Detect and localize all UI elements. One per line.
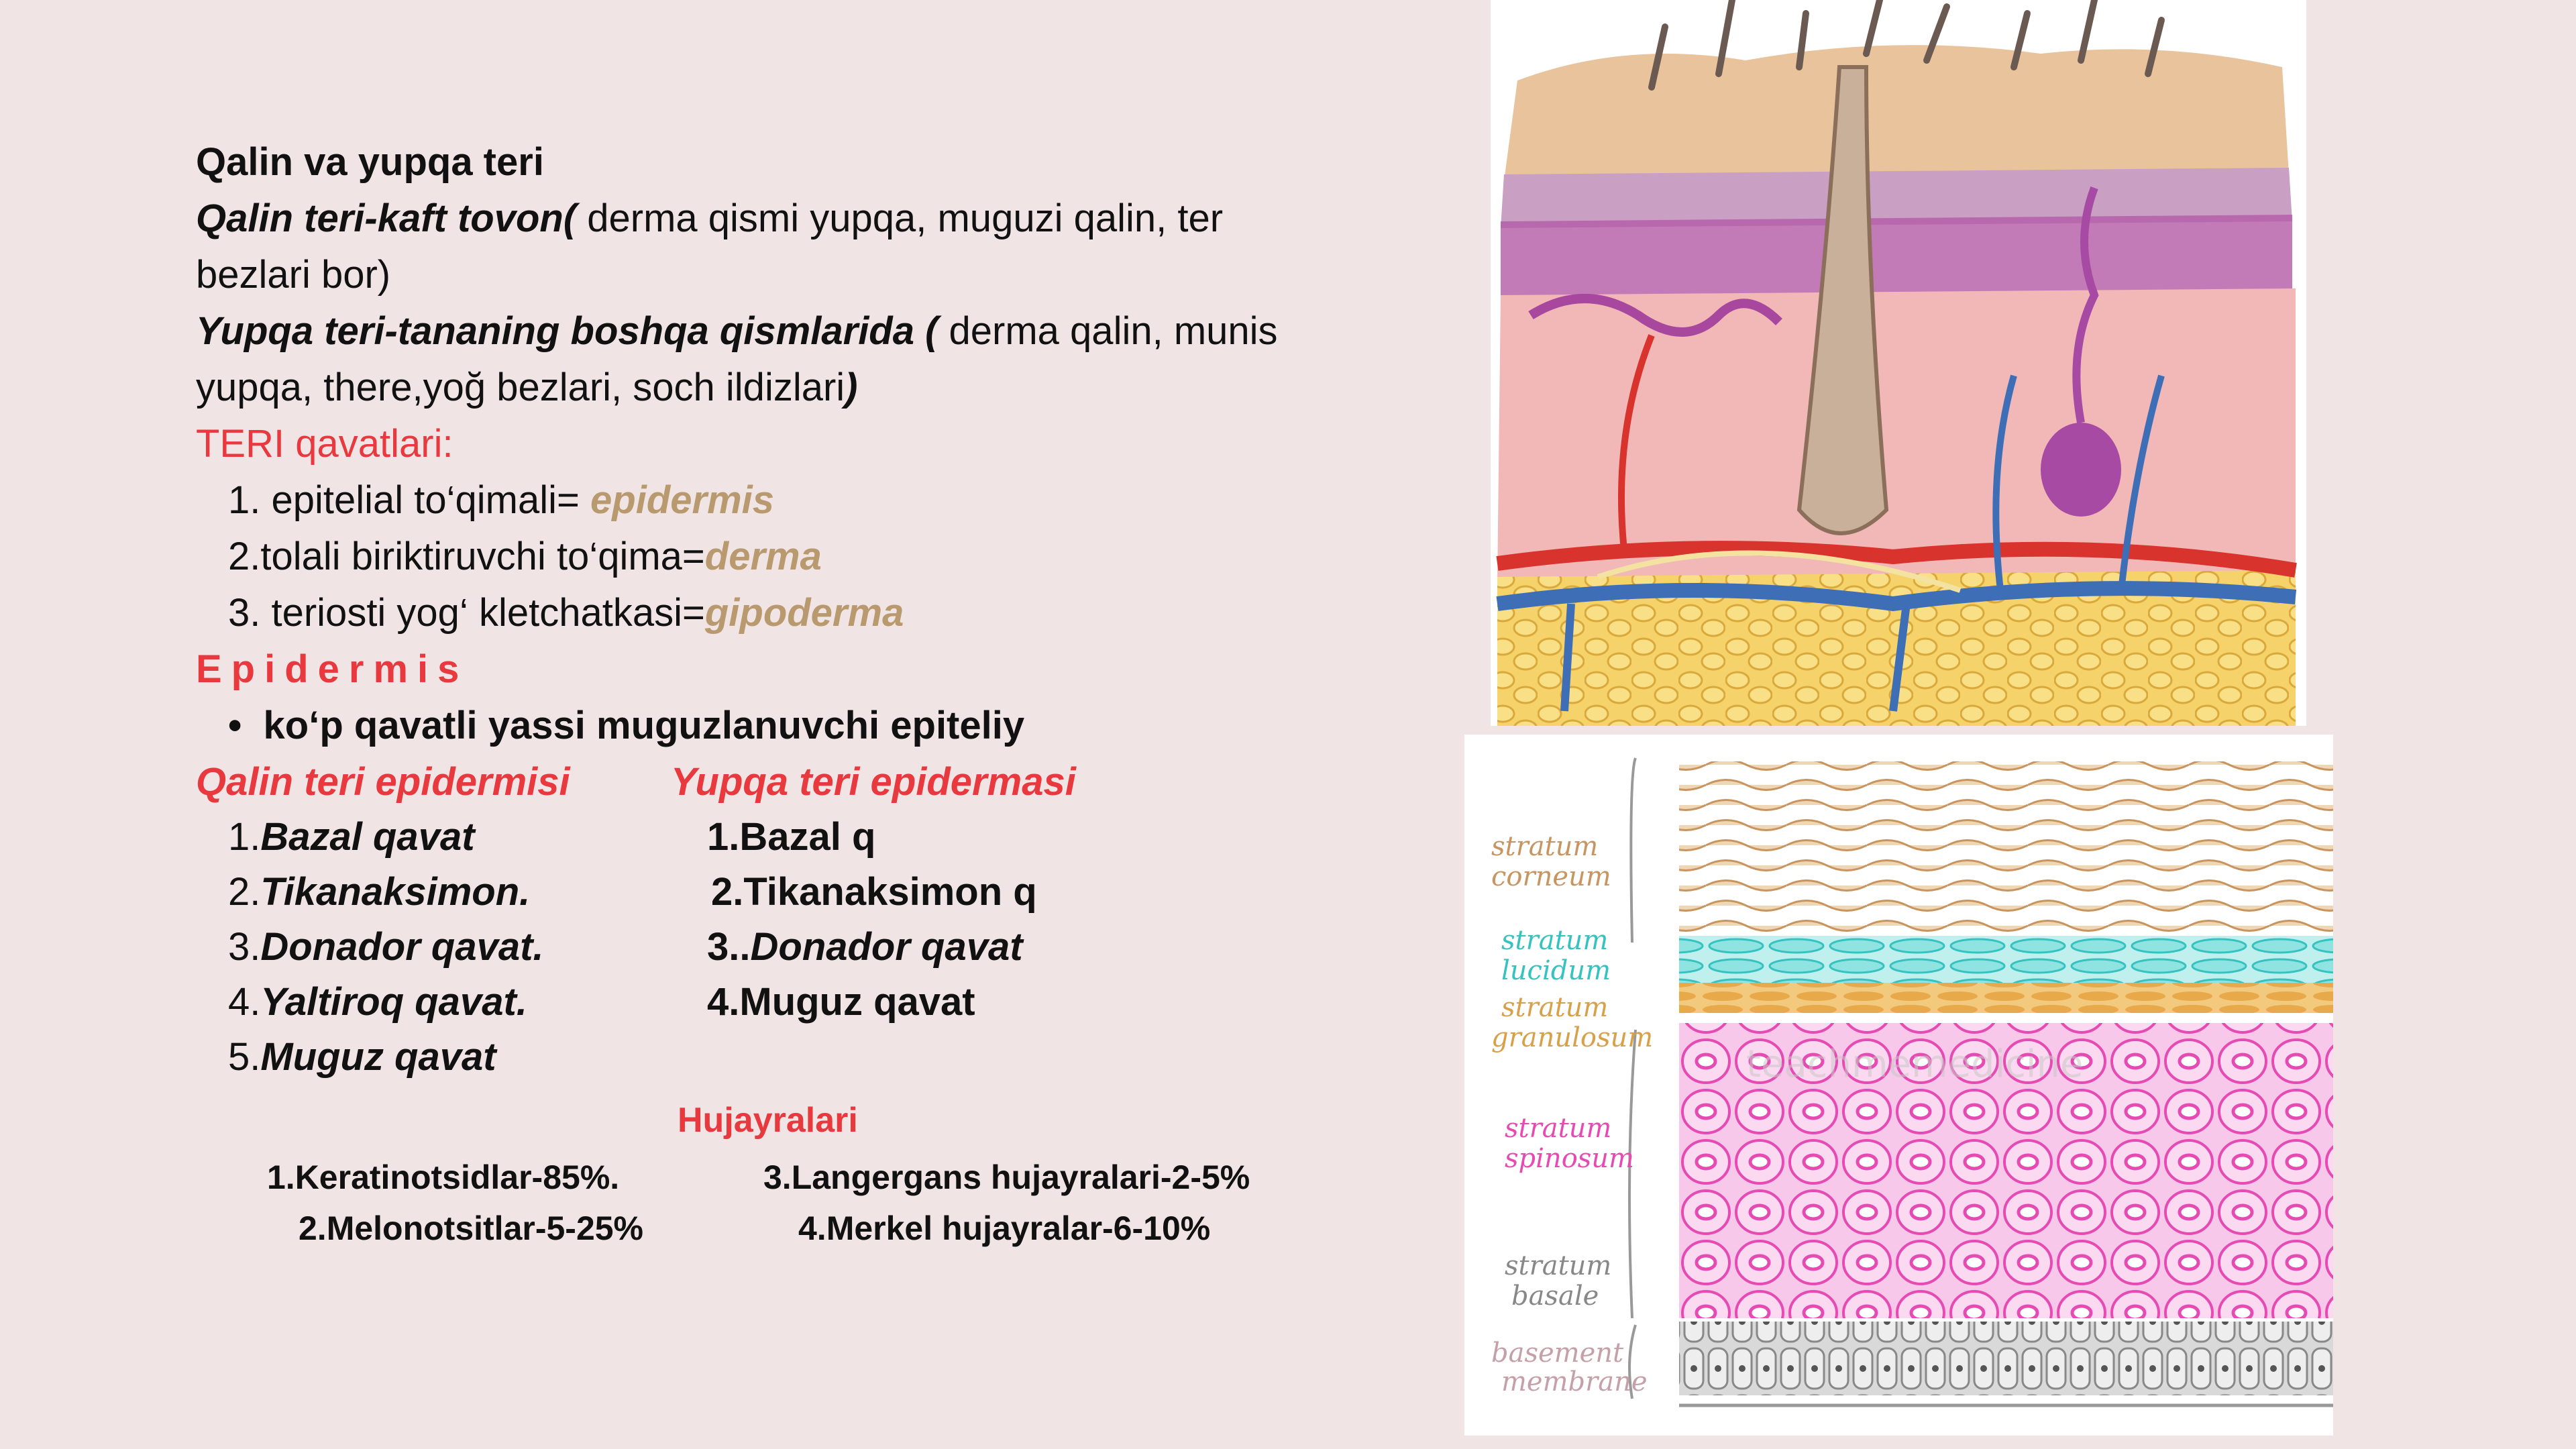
thick-layer-item: 5.Muguz qavat — [228, 1029, 496, 1085]
thin-layer-number: 4. — [707, 980, 740, 1024]
label-stratum-granulosum-1: stratum — [1501, 992, 1608, 1023]
layer-item-2: 2.tolali biriktiruvchi to‘qima=derma — [228, 535, 822, 578]
thin-layer-number: 3.. — [707, 925, 751, 969]
layer-row: 4.Yaltiroq qavat.4.Muguz qavat — [196, 974, 1336, 1029]
lecture-text: Qalin va yupqa teri Qalin teri-kaft tovo… — [196, 134, 1336, 1084]
thin-layer-label: Donador qavat — [750, 925, 1023, 969]
thin-layer-item: 4.Muguz qavat — [707, 974, 975, 1030]
thick-layer-number: 2. — [228, 870, 261, 914]
layer-row: 5.Muguz qavat — [196, 1029, 1336, 1084]
label-stratum-granulosum-2: granulosum — [1491, 1022, 1653, 1053]
cell-item-2: 2.Melonotsitlar-5-25% — [299, 1210, 644, 1247]
cell-item-3: 3.Langergans hujayralari-2-5% — [763, 1159, 1250, 1196]
cells-title: Hujayralari — [678, 1101, 858, 1140]
watermark-text: teachmemedicine — [1746, 1042, 2083, 1086]
thick-layer-label: Donador qavat. — [260, 925, 544, 969]
label-stratum-basale-2: basale — [1511, 1281, 1599, 1311]
thick-skin-line-2: bezlari bor) — [196, 253, 391, 297]
skin-cross-section-icon — [1496, 0, 2297, 726]
thin-skin-line: Yupqa teri-tananing boshqa qismlarida ( … — [196, 309, 1278, 353]
thin-layer-number: 2. — [711, 870, 744, 914]
bullet-icon: • — [228, 704, 264, 747]
cell-item-1: 1.Keratinotsidlar-85%. — [267, 1159, 620, 1196]
thick-layer-number: 4. — [228, 980, 261, 1024]
thick-layer-item: 3.Donador qavat. — [228, 919, 544, 975]
epidermis-layers-image: teachmemedicine stratum corneum stratum … — [1464, 735, 2333, 1436]
thick-layer-label: Bazal qavat — [260, 815, 475, 859]
thin-layer-item: 2.Tikanaksimon q — [711, 864, 1037, 920]
thick-layer-item: 4.Yaltiroq qavat. — [228, 974, 527, 1030]
thick-layer-label: Tikanaksimon. — [260, 870, 531, 914]
layers-title: TERI qavatlari: — [196, 422, 453, 466]
layer-item-1: 1. epitelial to‘qimali= epidermis — [228, 478, 775, 522]
thin-layer-number: 1. — [707, 815, 740, 859]
cell-item-4: 4.Merkel hujayralar-6-10% — [798, 1210, 1211, 1247]
thick-layer-number: 5. — [228, 1035, 261, 1079]
epidermis-columns-header: Qalin teri epidermisi Yupqa teri epiderm… — [196, 754, 1336, 809]
label-stratum-basale-1: stratum — [1505, 1250, 1611, 1281]
label-stratum-corneum-1: stratum — [1491, 831, 1598, 862]
label-stratum-lucidum-2: lucidum — [1501, 955, 1611, 986]
thick-layer-number: 1. — [228, 815, 261, 859]
section-title: Qalin va yupqa teri — [196, 140, 544, 184]
epidermis-title: Epidermis — [196, 647, 469, 691]
layer-item-3: 3. teriosti yog‘ kletchatkasi=gipoderma — [228, 591, 904, 635]
thin-layer-item: 1.Bazal q — [707, 809, 875, 865]
epidermis-layers-icon: teachmemedicine stratum corneum stratum … — [1491, 757, 2333, 1407]
thick-layer-number: 3. — [228, 925, 261, 969]
label-basement-membrane-1: basement — [1491, 1338, 1624, 1368]
label-stratum-corneum-2: corneum — [1491, 861, 1611, 892]
thick-layer-label: Yaltiroq qavat. — [260, 980, 527, 1024]
label-basement-membrane-2: membrane — [1501, 1366, 1648, 1397]
thick-layer-item: 1.Bazal qavat — [228, 809, 475, 865]
thin-skin-line-2: yupqa, there,yoğ bezlari, soch ildizlari… — [196, 366, 858, 409]
layer-row: 2.Tikanaksimon.2.Tikanaksimon q — [196, 864, 1336, 919]
thick-epidermis-title: Qalin teri epidermisi — [196, 760, 570, 804]
label-stratum-spinosum-2: spinosum — [1505, 1143, 1634, 1174]
thin-layer-label: Bazal q — [739, 815, 876, 859]
thin-layer-label: Muguz qavat — [739, 980, 975, 1024]
thin-layer-label: Tikanaksimon q — [743, 870, 1037, 914]
thick-skin-line: Qalin teri-kaft tovon( derma qismi yupqa… — [196, 197, 1224, 240]
thick-layer-item: 2.Tikanaksimon. — [228, 864, 530, 920]
skin-cross-section-image — [1491, 0, 2306, 726]
label-stratum-spinosum-1: stratum — [1505, 1113, 1611, 1144]
thin-epidermis-title: Yupqa teri epidermasi — [671, 760, 1076, 804]
layer-row: 3.Donador qavat. 3..Donador qavat — [196, 919, 1336, 974]
label-stratum-lucidum-1: stratum — [1501, 925, 1608, 956]
epidermis-bullet: • ko‘p qavatli yassi muguzlanuvchi epite… — [228, 704, 1025, 747]
thin-layer-item: 3..Donador qavat — [707, 919, 1023, 975]
thick-layer-label: Muguz qavat — [260, 1035, 496, 1079]
